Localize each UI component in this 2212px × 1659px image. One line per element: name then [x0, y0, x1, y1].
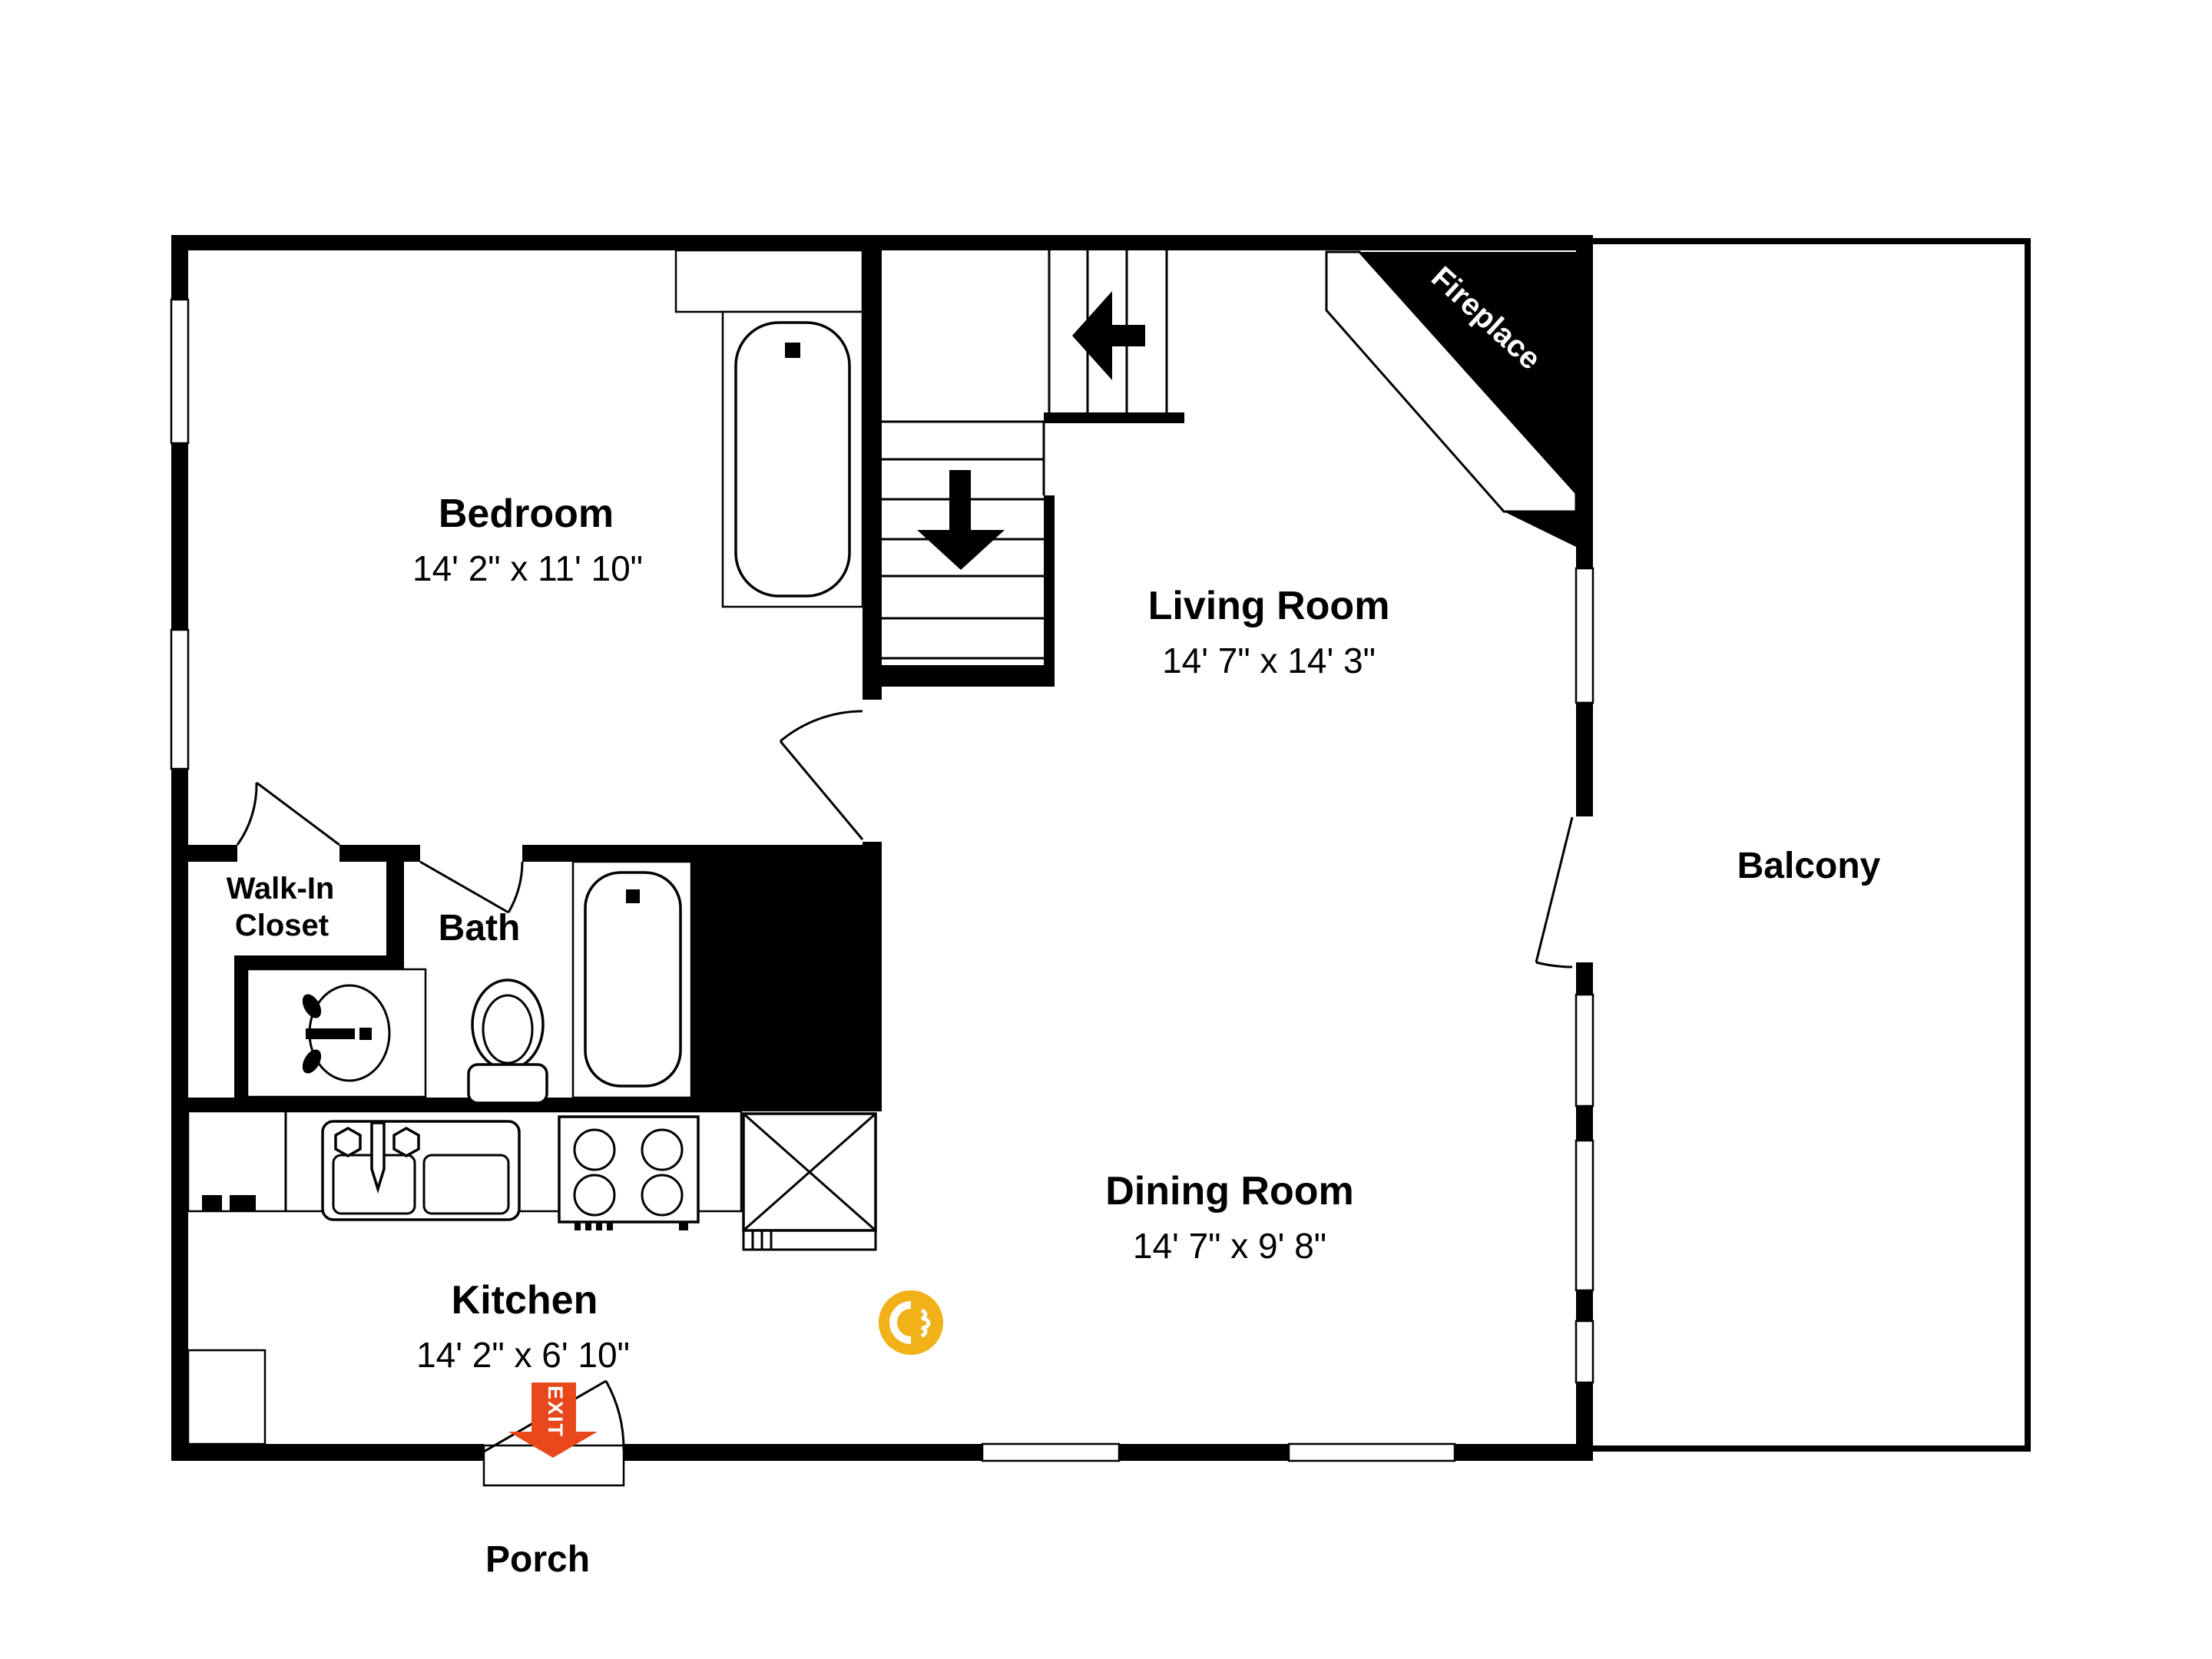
- bath-faucet-icon: [302, 994, 372, 1074]
- kitchen-sink: [321, 1120, 521, 1221]
- faucet-knob-icon: [392, 1126, 420, 1158]
- bathtub-2-drain: [626, 889, 640, 903]
- window-right-2: [1575, 993, 1594, 1108]
- stove: [558, 1115, 700, 1230]
- kitchen-fixtures: [187, 1110, 877, 1445]
- room-labels: Bedroom 14' 2" x 11' 10" Living Room 14'…: [227, 492, 1881, 1580]
- wall-notch: [187, 1349, 267, 1445]
- toilet: [467, 979, 548, 1104]
- bathtub-2: [584, 871, 682, 1088]
- closet-label-line2: Closet: [235, 909, 329, 942]
- bath-door: [419, 860, 524, 914]
- window-right-3: [1575, 1139, 1594, 1292]
- bath-label: Bath: [439, 908, 521, 949]
- bath-fixtures: [246, 860, 693, 1104]
- staircase: [882, 250, 1168, 660]
- photo-viewpoint-marker[interactable]: [879, 1290, 943, 1355]
- faucet-spout-icon: [370, 1121, 386, 1194]
- stairs-down-arrow-icon: [917, 470, 1005, 570]
- closet-door: [236, 781, 340, 846]
- interior-walls: [188, 250, 1184, 1111]
- living-room-label: Living Room: [1148, 584, 1390, 628]
- window-right-1: [1575, 567, 1594, 704]
- bedroom-niche: [674, 249, 864, 313]
- bathtub-1: [734, 321, 851, 598]
- appliance-x-box: [742, 1112, 877, 1251]
- window-left-2: [170, 628, 190, 770]
- faucet-knob-icon: [334, 1126, 362, 1158]
- living-room-dims: 14' 7" x 14' 3": [1162, 641, 1376, 680]
- kitchen-dims: 14' 2" x 6' 10": [416, 1335, 630, 1375]
- exit-arrow-label: EXIT: [544, 1386, 567, 1438]
- bedroom-label: Bedroom: [439, 492, 614, 536]
- balcony-door: [1535, 816, 1574, 969]
- stairs-up-arrow-icon: [1072, 291, 1145, 380]
- windows: [170, 298, 1594, 1462]
- porch-label: Porch: [485, 1539, 590, 1580]
- window-left-1: [170, 298, 190, 445]
- dining-room-label: Dining Room: [1105, 1169, 1354, 1214]
- closet-label-line1: Walk-In: [227, 872, 335, 906]
- balcony-outline: [1593, 238, 2031, 1452]
- window-bottom-1: [981, 1442, 1121, 1462]
- fireplace: Fireplace: [1325, 250, 1578, 547]
- bathtub-1-drain: [785, 343, 800, 358]
- exterior-walls: [171, 235, 1593, 1461]
- dining-room-dims: 14' 7" x 9' 8": [1133, 1226, 1326, 1266]
- bedroom-fixtures: [674, 249, 864, 608]
- camera-icon: [889, 1301, 911, 1344]
- exit-arrow-icon: EXIT: [508, 1382, 598, 1458]
- kitchen-label: Kitchen: [452, 1278, 598, 1323]
- window-right-4: [1575, 1320, 1594, 1384]
- window-bottom-2: [1287, 1442, 1456, 1462]
- balcony-label: Balcony: [1737, 846, 1881, 886]
- bedroom-door: [779, 710, 864, 840]
- bedroom-dims: 14' 2" x 11' 10": [412, 548, 643, 588]
